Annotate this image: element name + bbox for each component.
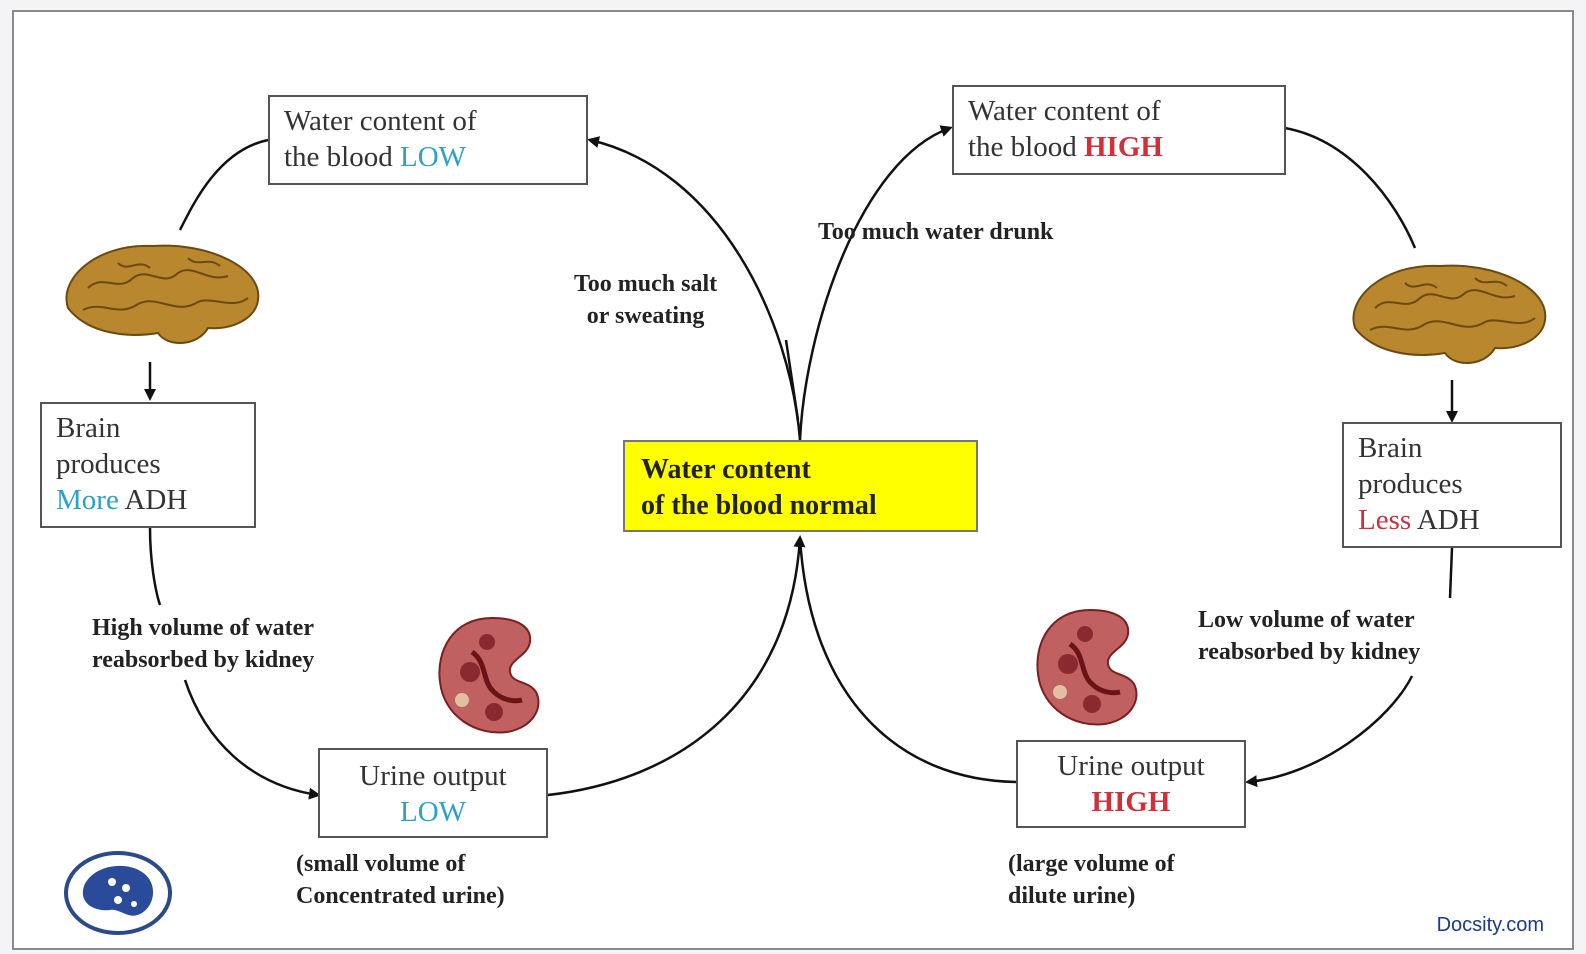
right-brain-less: Less [1358,504,1411,536]
arrow-label-to-urine-right [1248,676,1412,782]
left-urine-note: (small volume of Concentrated urine) [296,848,505,912]
center-line1: Water content [641,452,960,488]
arrow-label-to-urine [185,680,318,795]
right-urine-line1: Urine output [1032,748,1230,784]
right-kidney-illustration [1030,604,1148,732]
right-urine-note-line1: (large volume of [1008,848,1175,880]
right-brain-box: Brain produces Less ADH [1342,422,1562,548]
right-trigger-line1: Too much water drunk [818,216,1053,248]
arrow-right-top-to-brain [1285,128,1415,248]
left-top-line1: Water content of [284,103,572,139]
right-urine-note-line2: dilute urine) [1008,880,1175,912]
right-top-high: HIGH [1084,131,1163,163]
left-brain-line1: Brain [56,410,240,446]
right-brain-adh: ADH [1417,504,1480,536]
left-brain-illustration [58,238,268,350]
right-kidney-label: Low volume of water reabsorbed by kidney [1198,604,1420,668]
center-normal-box: Water content of the blood normal [623,440,978,532]
left-brain-adh: ADH [124,484,187,516]
left-trigger-line2: or sweating [574,300,717,332]
left-top-low: LOW [400,141,466,173]
right-kidney-line1: Low volume of water [1198,604,1420,636]
left-urine-note-line1: (small volume of [296,848,505,880]
logo-icon [62,848,174,938]
left-urine-line1: Urine output [334,758,532,794]
right-urine-box: Urine output HIGH [1016,740,1246,828]
left-kidney-line1: High volume of water [92,612,314,644]
right-urine-high: HIGH [1032,784,1230,820]
right-top-box: Water content of the blood HIGH [952,85,1286,175]
left-urine-box: Urine output LOW [318,748,548,838]
right-top-line1: Water content of [968,93,1270,129]
arrow-urine-to-center [548,538,800,795]
right-top-line2: the blood [968,131,1077,163]
left-kidney-line2: reabsorbed by kidney [92,644,314,676]
left-brain-box: Brain produces More ADH [40,402,256,528]
arrow-brainbox-to-label-right [1450,548,1452,598]
right-kidney-line2: reabsorbed by kidney [1198,636,1420,668]
right-brain-line2: produces [1358,466,1546,502]
left-trigger-line1: Too much salt [574,268,717,300]
left-top-line2: the blood [284,141,393,173]
left-urine-note-line2: Concentrated urine) [296,880,505,912]
left-brain-line2: produces [56,446,240,482]
left-brain-more: More [56,484,119,516]
left-kidney-illustration [432,612,550,740]
watermark-text: Docsity.com [1437,914,1544,937]
right-trigger-label: Too much water drunk [818,216,1053,248]
arrow-urine-to-center-right [800,538,1016,782]
arrow-left-top-to-brain [180,140,268,230]
left-kidney-label: High volume of water reabsorbed by kidne… [92,612,314,676]
right-urine-note: (large volume of dilute urine) [1008,848,1175,912]
left-trigger-label: Too much salt or sweating [574,268,717,332]
right-brain-illustration [1345,258,1555,370]
left-top-box: Water content of the blood LOW [268,95,588,185]
right-brain-line1: Brain [1358,430,1546,466]
arrow-center-to-right-top [800,128,950,440]
trigger-tick-salt [786,340,798,420]
left-urine-low: LOW [334,794,532,830]
arrow-brainbox-to-label [150,528,160,605]
center-line2: of the blood normal [641,488,960,524]
